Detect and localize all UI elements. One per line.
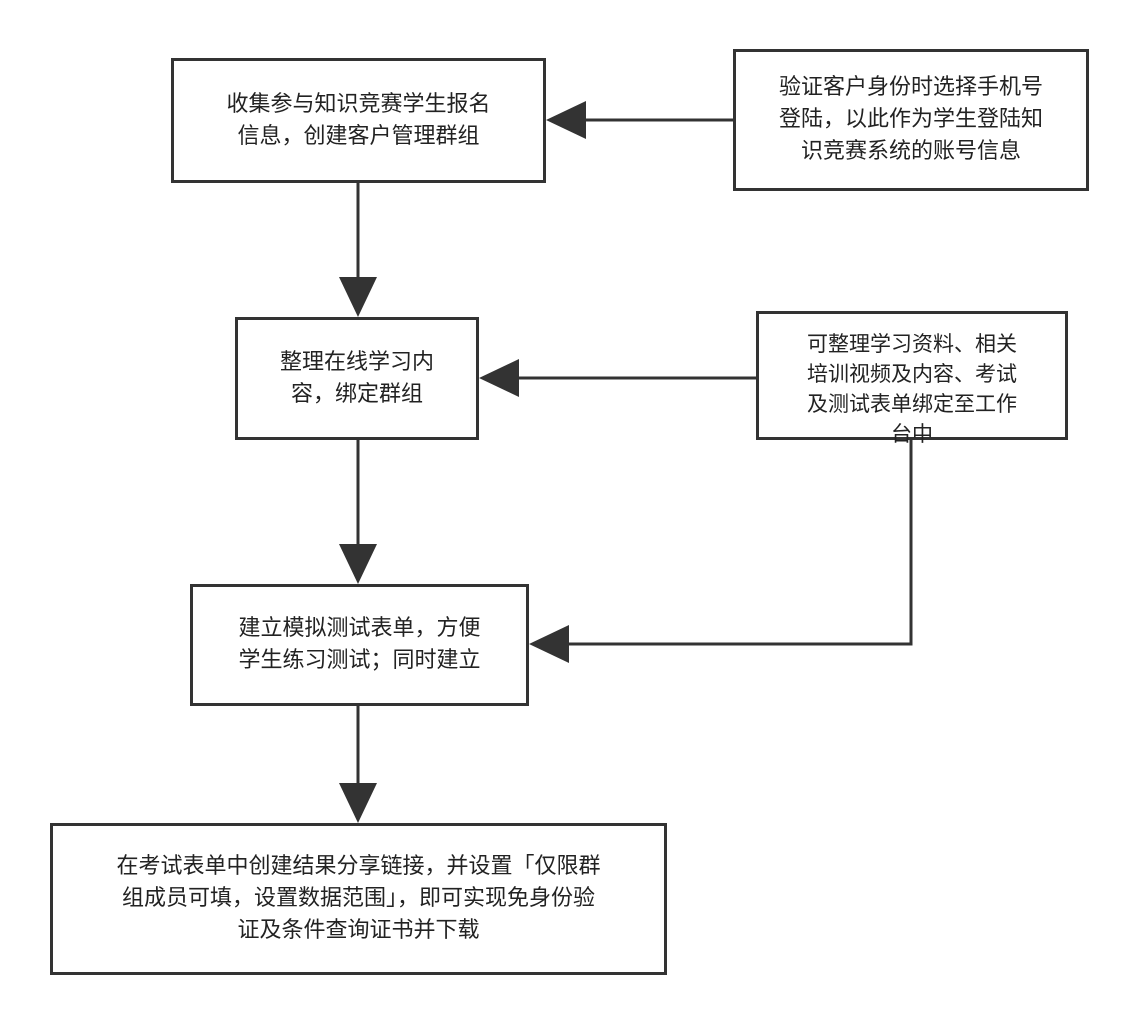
node-line: 台中 [891,421,933,446]
node-share-results-link: 在考试表单中创建结果分享链接，并设置「仅限群 组成员可填，设置数据范围」，即可实… [50,823,667,975]
arrowhead-to-mock-from-materials [529,625,569,663]
node-organize-content: 整理在线学习内 容，绑定群组 [235,317,479,440]
arrowhead-to-mock-from-organize [339,544,377,584]
node-line: 收集参与知识竞赛学生报名 [226,91,491,117]
arrowhead-to-share [339,783,377,823]
node-text: 整理在线学习内 容，绑定群组 [280,347,434,411]
node-learning-materials: 可整理学习资料、相关 培训视频及内容、考试 及测试表单绑定至工作 台中 [756,311,1068,446]
arrowhead-to-collect [546,101,586,139]
node-line: 信息，创建客户管理群组 [237,123,480,149]
node-line: 建立模拟测试表单，方便 [238,616,481,641]
node-line: 可整理学习资料、相关 [807,331,1017,356]
arrowhead-to-organize-from-collect [339,277,377,317]
node-line: 整理在线学习内 [279,349,434,375]
node-line: 学生练习测试；同时建立 [238,648,481,673]
node-line: 及测试表单绑定至工作 [807,391,1017,416]
node-collect-registration: 收集参与知识竞赛学生报名 信息，创建客户管理群组 [171,58,546,183]
edge-materials-to-mock [568,440,913,646]
node-line: 识竞赛系统的账号信息 [800,139,1021,164]
arrowhead-to-organize-from-materials [479,359,519,397]
node-line: 在考试表单中创建结果分享链接，并设置「仅限群 [116,854,601,879]
node-text: 在考试表单中创建结果分享链接，并设置「仅限群 组成员可填，设置数据范围」，即可实… [116,851,600,947]
node-mock-test-form: 建立模拟测试表单，方便 学生练习测试；同时建立 [190,584,529,706]
node-line: 培训视频及内容、考试 [807,361,1017,386]
node-line: 登陆，以此作为学生登陆知 [778,107,1043,132]
node-text: 验证客户身份时选择手机号 登陆，以此作为学生登陆知 识竞赛系统的账号信息 [779,72,1043,168]
node-line: 证及条件查询证书并下载 [237,918,480,943]
node-text: 可整理学习资料、相关 培训视频及内容、考试 及测试表单绑定至工作 台中 [807,329,1017,449]
node-text: 收集参与知识竞赛学生报名 信息，创建客户管理群组 [226,89,490,153]
node-text: 建立模拟测试表单，方便 学生练习测试；同时建立 [238,613,480,677]
node-line: 验证客户身份时选择手机号 [778,75,1043,100]
node-line: 容，绑定群组 [290,381,423,407]
node-verify-identity: 验证客户身份时选择手机号 登陆，以此作为学生登陆知 识竞赛系统的账号信息 [733,49,1089,191]
node-line: 组成员可填，设置数据范围」，即可实现免身份验 [121,886,595,911]
